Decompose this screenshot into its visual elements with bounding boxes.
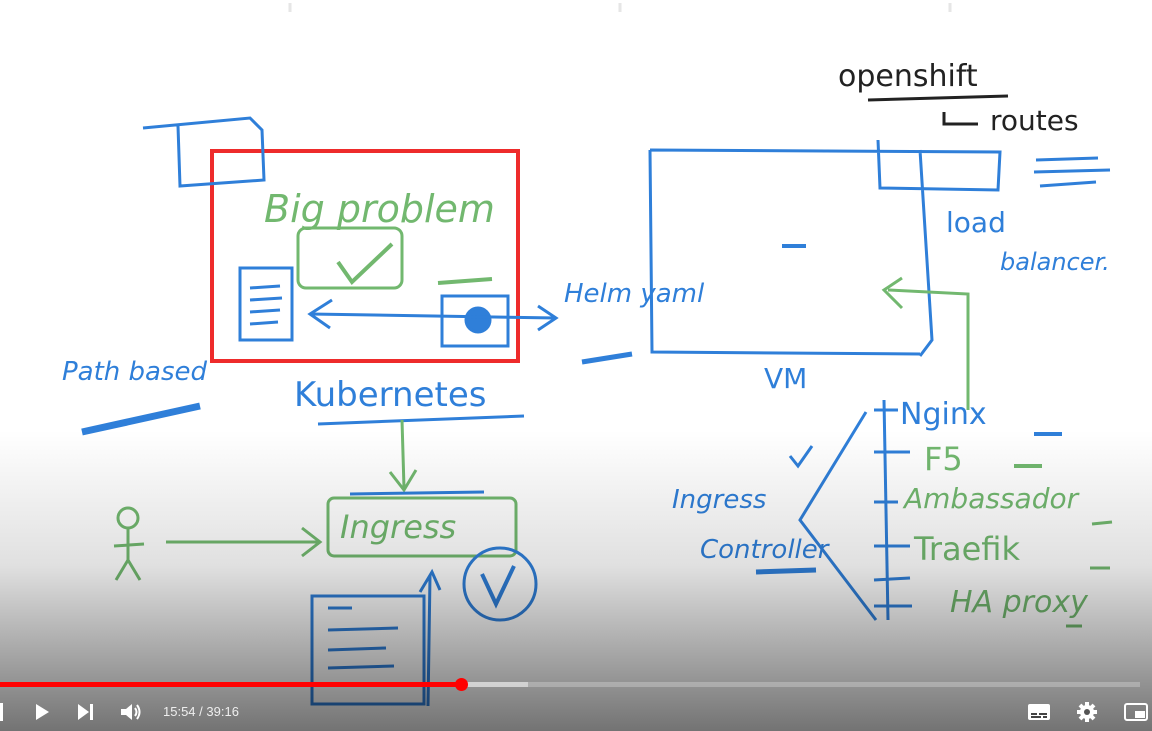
verified-circle	[462, 546, 538, 622]
ingress-top-line	[349, 490, 485, 496]
double-arrow	[307, 298, 559, 332]
play-button[interactable]	[28, 692, 56, 731]
big-problem-text: Big problem	[264, 187, 495, 231]
controller-underline	[755, 567, 817, 575]
top-artifacts	[288, 3, 952, 12]
miniplayer-button[interactable]	[1120, 692, 1152, 731]
lb-arrow	[881, 276, 970, 410]
time-separator: /	[195, 704, 207, 719]
routes-scribble	[1033, 156, 1111, 188]
routes-bracket	[942, 112, 978, 126]
down-arrow	[388, 419, 418, 493]
controller-haproxy: HA proxy	[950, 585, 1089, 620]
vm-text: VM	[764, 362, 807, 395]
vm-box	[648, 139, 1002, 357]
controller-ambassador: Ambassador	[902, 482, 1080, 515]
next-icon	[78, 703, 93, 720]
check-mark-icon	[336, 242, 394, 286]
volume-icon	[121, 703, 141, 720]
duration: 39:16	[206, 704, 239, 719]
path-based-text: Path based	[62, 357, 208, 387]
kubernetes-underline	[317, 414, 525, 426]
controller-traefik: Traefik	[913, 530, 1020, 568]
previous-button[interactable]	[0, 692, 10, 731]
green-dash	[437, 277, 493, 285]
time-display: 15:54 / 39:16	[163, 692, 239, 731]
load-text: load	[946, 206, 1006, 239]
kubernetes-text: Kubernetes	[294, 375, 486, 415]
path-based-underline	[81, 402, 201, 436]
previous-icon	[0, 702, 3, 721]
controller-nginx: Nginx	[900, 397, 987, 432]
user-arrow	[166, 526, 323, 558]
progress-scrubber[interactable]	[455, 678, 469, 691]
pod-icon	[440, 294, 510, 348]
helm-text: Helm yaml	[564, 279, 705, 309]
controller-tree	[788, 399, 912, 621]
check-box	[296, 226, 404, 290]
control-bar: 15:54 / 39:16	[0, 692, 1152, 731]
volume-button[interactable]	[117, 692, 147, 731]
subtitles-icon	[1028, 703, 1050, 720]
small-blue-box	[142, 116, 266, 188]
routes-text: routes	[990, 104, 1079, 137]
current-time: 15:54	[163, 704, 196, 719]
balancer-text: balancer.	[1000, 248, 1110, 276]
ingress-controller-text: Ingress	[672, 485, 766, 515]
settings-icon	[1077, 701, 1097, 722]
big-problem-box	[210, 149, 520, 363]
controller-f5: F5	[924, 440, 963, 478]
progress-played	[0, 682, 462, 687]
verified-check-icon	[480, 565, 516, 609]
helm-underline	[581, 351, 633, 365]
miniplayer-icon	[1124, 702, 1148, 721]
openshift-text: openshift	[838, 59, 978, 94]
subtitles-button[interactable]	[1024, 692, 1054, 731]
play-icon	[36, 703, 49, 720]
user-figure-icon	[113, 506, 145, 581]
ingress-text: Ingress	[340, 508, 456, 546]
controller-text: Controller	[700, 535, 831, 565]
openshift-underline	[867, 94, 1009, 102]
next-button[interactable]	[72, 692, 100, 731]
settings-button[interactable]	[1072, 692, 1102, 731]
document-icon	[238, 266, 294, 342]
progress-bar[interactable]	[0, 678, 1140, 691]
